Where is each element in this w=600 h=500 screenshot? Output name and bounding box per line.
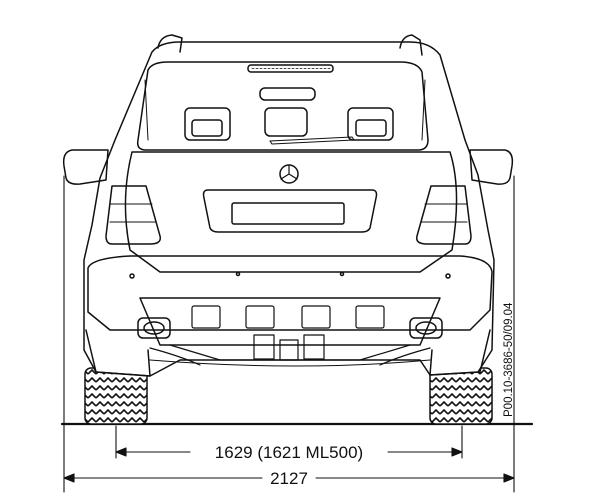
track-width-dimension: [115, 425, 463, 459]
right-tail-light: [415, 185, 472, 245]
right-wheel-arch: [429, 329, 491, 376]
rear-wiper: [269, 136, 355, 145]
track-width-label: 1629 (1621 ML500): [215, 443, 363, 462]
left-roof-rail: [157, 34, 183, 53]
left-wheel-arch: [85, 329, 151, 377]
star-emblem-icon: [279, 164, 299, 184]
left-mirror: [62, 149, 109, 185]
right-rear-tire: [429, 367, 493, 425]
overall-width-dimension: [63, 175, 515, 493]
left-exhaust-tip: [137, 317, 171, 339]
overall-width-label: 2127: [270, 469, 308, 488]
right-roof-rail: [399, 34, 423, 56]
rear-headrests: [184, 87, 394, 141]
reference-code: P00.10-3686-50/09.04: [503, 302, 515, 417]
left-rear-tire: [84, 367, 148, 425]
third-brake-light: [247, 64, 334, 73]
license-plate-recess: [202, 189, 378, 233]
rear-window: [136, 61, 429, 151]
right-mirror: [469, 149, 514, 185]
left-tail-light: [105, 185, 162, 245]
license-plate: [231, 202, 345, 225]
right-exhaust-tip: [409, 317, 443, 339]
rear-diffuser: [139, 297, 441, 346]
rear-bumper: [87, 255, 493, 331]
